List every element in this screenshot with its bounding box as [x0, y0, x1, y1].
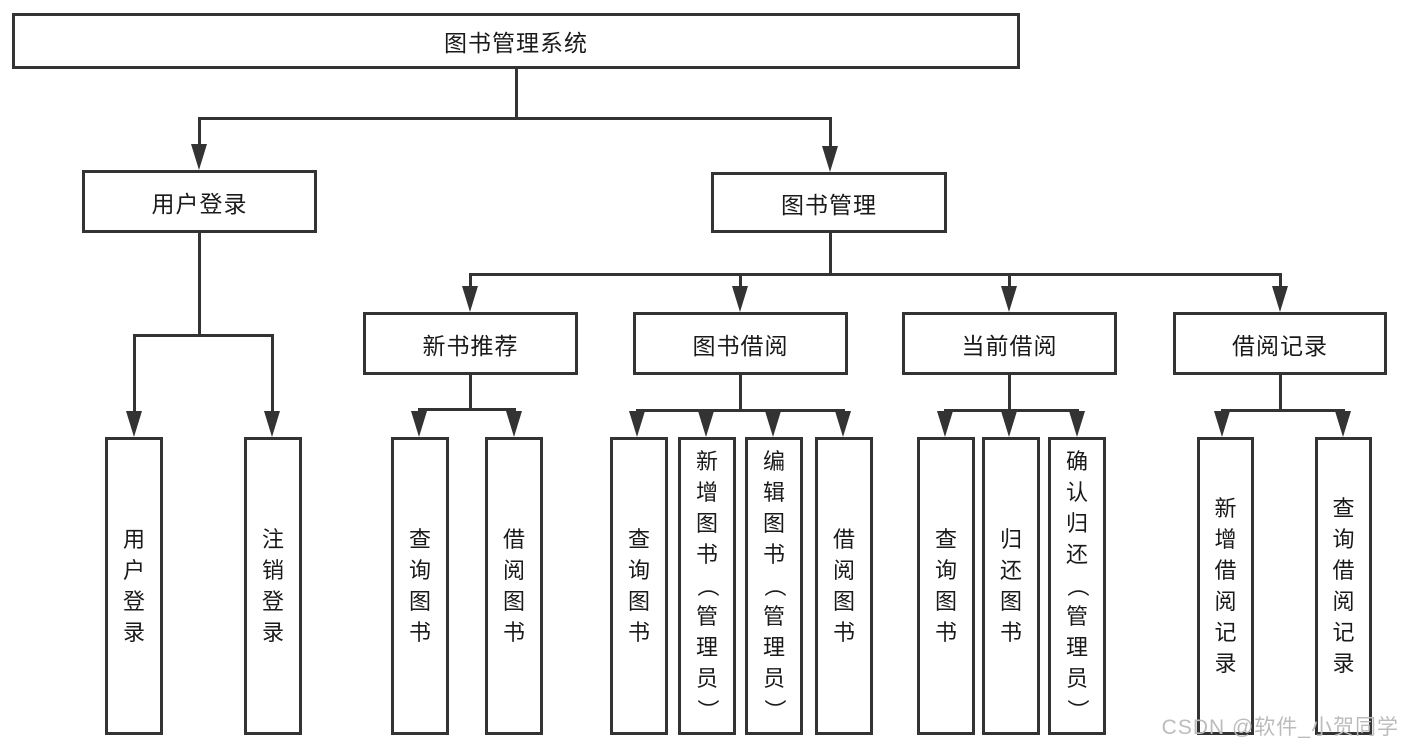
connector-currentborrow-stem — [1008, 375, 1011, 409]
connector-drop-book-borrow — [739, 273, 742, 291]
arrow-to-rec-query — [1335, 411, 1351, 437]
arrow-to-leaf-logout — [264, 411, 280, 437]
connector-root-stem — [515, 69, 518, 117]
connector-newbook-bar — [418, 408, 516, 411]
connector-newbook-stem — [469, 375, 472, 408]
connector-drop-book-management — [829, 117, 832, 159]
connector-drop-user-login — [198, 117, 201, 157]
leaf-confirm-return-admin: 确认归还（管理员） — [1048, 437, 1106, 735]
connector-bookborrow-stem — [739, 375, 742, 409]
leaf-user-login: 用户登录 — [105, 437, 163, 735]
connector-drop-leaf-login — [133, 334, 136, 414]
arrow-to-book-borrow — [732, 286, 748, 312]
arrow-to-cb-return — [1001, 411, 1017, 437]
leaf-edit-books-admin: 编辑图书（管理员） — [745, 437, 803, 735]
arrow-to-leaf-login — [126, 411, 142, 437]
leaf-return-books: 归还图书 — [982, 437, 1040, 735]
leaf-newbooks-borrow-books: 借阅图书 — [485, 437, 543, 735]
node-new-book-recommend: 新书推荐 — [363, 312, 578, 375]
node-user-login: 用户登录 — [82, 170, 317, 233]
arrow-to-current-borrow — [1001, 286, 1017, 312]
node-borrow-records: 借阅记录 — [1173, 312, 1387, 375]
leaf-add-borrow-record: 新增借阅记录 — [1197, 437, 1254, 735]
node-book-management: 图书管理 — [711, 172, 947, 233]
arrow-to-cb-confirm — [1069, 411, 1085, 437]
connector-records-stem — [1279, 375, 1282, 409]
connector-userlogin-bar — [133, 334, 274, 337]
connector-level3-bar — [469, 273, 1282, 276]
node-current-borrow: 当前借阅 — [902, 312, 1117, 375]
leaf-borrow-query-books: 查询图书 — [610, 437, 668, 735]
arrow-to-nb-borrow — [506, 411, 522, 437]
arrow-to-new-book — [462, 286, 478, 312]
connector-drop-borrow-records — [1279, 273, 1282, 291]
leaf-add-books-admin: 新增图书（管理员） — [678, 437, 736, 735]
connector-currentborrow-bar — [944, 409, 1079, 412]
arrow-to-rec-add — [1214, 411, 1230, 437]
node-root-library-system: 图书管理系统 — [12, 13, 1020, 69]
connector-drop-current-borrow — [1008, 273, 1011, 291]
leaf-logout: 注销登录 — [244, 437, 302, 735]
arrow-to-nb-query — [411, 411, 427, 437]
connector-level2-bar — [198, 117, 832, 120]
arrow-to-user-login — [191, 144, 207, 170]
leaf-borrow-borrow-books: 借阅图书 — [815, 437, 873, 735]
arrow-to-bb-query — [629, 411, 645, 437]
connector-userlogin-stem — [198, 233, 201, 334]
leaf-query-borrow-record: 查询借阅记录 — [1315, 437, 1372, 735]
connector-bookborrow-bar — [636, 409, 845, 412]
csdn-watermark: CSDN @软件_小贺同学 — [1161, 716, 1399, 739]
node-book-borrow: 图书借阅 — [633, 312, 848, 375]
arrow-to-bb-edit — [765, 411, 781, 437]
leaf-current-query-books: 查询图书 — [917, 437, 975, 735]
connector-drop-leaf-logout — [271, 334, 274, 414]
leaf-newbooks-query-books: 查询图书 — [391, 437, 449, 735]
connector-bookmgmt-stem — [829, 233, 832, 273]
arrow-to-book-management — [822, 146, 838, 172]
arrow-to-bb-add — [698, 411, 714, 437]
connector-records-bar — [1221, 409, 1345, 412]
arrow-to-bb-borrow — [835, 411, 851, 437]
arrow-to-cb-query — [937, 411, 953, 437]
arrow-to-borrow-records — [1272, 286, 1288, 312]
connector-drop-new-book — [469, 273, 472, 291]
